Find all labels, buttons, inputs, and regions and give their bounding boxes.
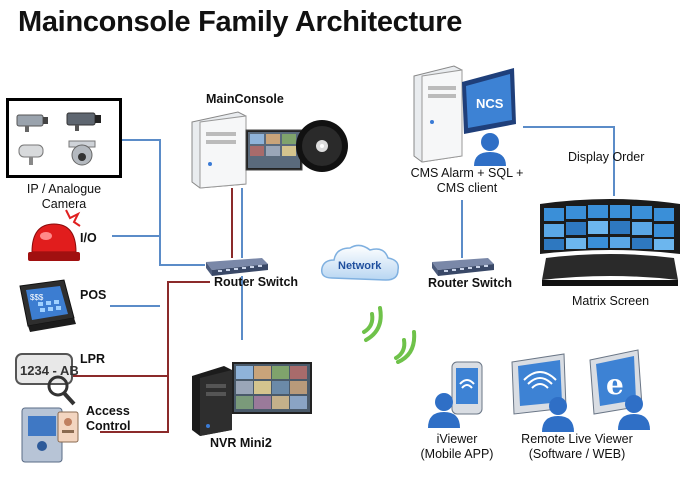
box-camera-icon-2: [66, 112, 101, 131]
network-label: Network: [338, 260, 382, 272]
nvr-box-icon: [192, 366, 232, 436]
matrix-screen-icon: [540, 199, 680, 286]
access-label-line2: Control: [86, 419, 131, 433]
cms-label: CMS Alarm + SQL + CMS client: [404, 166, 530, 196]
remote-label-line2: (Software / WEB): [528, 447, 626, 461]
remote-label-line1: Remote Live Viewer: [521, 432, 633, 446]
camera-icons: [16, 112, 101, 166]
nvr-label: NVR Mini2: [210, 436, 272, 450]
lpr-label: LPR: [80, 352, 105, 366]
camera-group: [6, 98, 122, 178]
plate-text: 1234 - AB: [20, 363, 78, 378]
server-tower-icon: [191, 111, 247, 189]
router-switch-left-icon: [206, 258, 268, 276]
cms-label-line1: CMS Alarm + SQL +: [410, 166, 524, 180]
user-icon: [474, 133, 506, 166]
monitor-screenshot-icon: [245, 129, 303, 171]
iviewer-device-icon: [428, 361, 483, 428]
pos-label: POS: [80, 288, 107, 302]
box-camera-icon: [16, 114, 48, 132]
iviewer-label-line1: iViewer: [436, 432, 478, 446]
network-cloud-icon: Network: [320, 244, 400, 281]
ncs-text: NCS: [476, 96, 504, 111]
mobile-phone-icon: [451, 361, 483, 415]
remote-viewer-label: Remote Live Viewer (Software / WEB): [502, 432, 652, 462]
camera-label-line2: Camera: [41, 197, 87, 211]
remote-software-icon: [511, 353, 574, 432]
page-title: Mainconsole Family Architecture: [18, 6, 463, 38]
cms-server-icon: NCS: [413, 65, 516, 166]
remote-web-icon: e: [589, 349, 650, 430]
dome-camera-icon: [68, 140, 96, 166]
link-camera-bus: [116, 139, 205, 266]
link-access-switch: [100, 376, 169, 433]
router-switch-right-label: Router Switch: [428, 276, 513, 290]
iviewer-label: iViewer (Mobile APP): [416, 432, 498, 462]
nvr-icon: [192, 362, 312, 436]
nvr-monitor-icon: [232, 362, 312, 414]
iviewer-label-line2: (Mobile APP): [420, 447, 494, 461]
access-label-line1: Access: [86, 404, 130, 418]
camera-label-line1: IP / Analogue: [26, 182, 102, 196]
mainconsole-icon: [191, 111, 348, 189]
ie-letter: e: [606, 368, 624, 401]
wireless-signal-icon: [362, 306, 417, 364]
display-order-label: Display Order: [568, 150, 645, 164]
server-tower-icon-2: [413, 65, 463, 163]
license-plate-icon: 1234 - AB: [15, 353, 78, 406]
link-lpr-switch: [66, 281, 210, 377]
pos-screen-text: $$$: [30, 293, 44, 302]
disc-icon: [296, 120, 348, 172]
matrix-screen-label: Matrix Screen: [572, 294, 650, 308]
access-label: Access Control: [86, 404, 130, 434]
router-switch-right-icon: [432, 258, 494, 276]
user-icon-4: [618, 395, 650, 430]
user-icon-2: [428, 393, 460, 428]
camera-label: IP / Analogue Camera: [14, 182, 114, 212]
link-cms-matrix: [523, 126, 615, 196]
mainconsole-label: MainConsole: [206, 92, 284, 106]
alarm-light-icon: [28, 209, 81, 261]
bullet-camera-icon: [18, 144, 44, 165]
access-control-icon: [21, 407, 79, 463]
io-label: I/O: [80, 231, 97, 245]
ncs-monitor-icon: NCS: [462, 68, 516, 134]
pos-terminal-icon: $$$: [19, 279, 76, 332]
cms-label-line2: CMS client: [436, 181, 498, 195]
user-icon-3: [542, 397, 574, 432]
router-switch-left-label: Router Switch: [214, 275, 299, 289]
